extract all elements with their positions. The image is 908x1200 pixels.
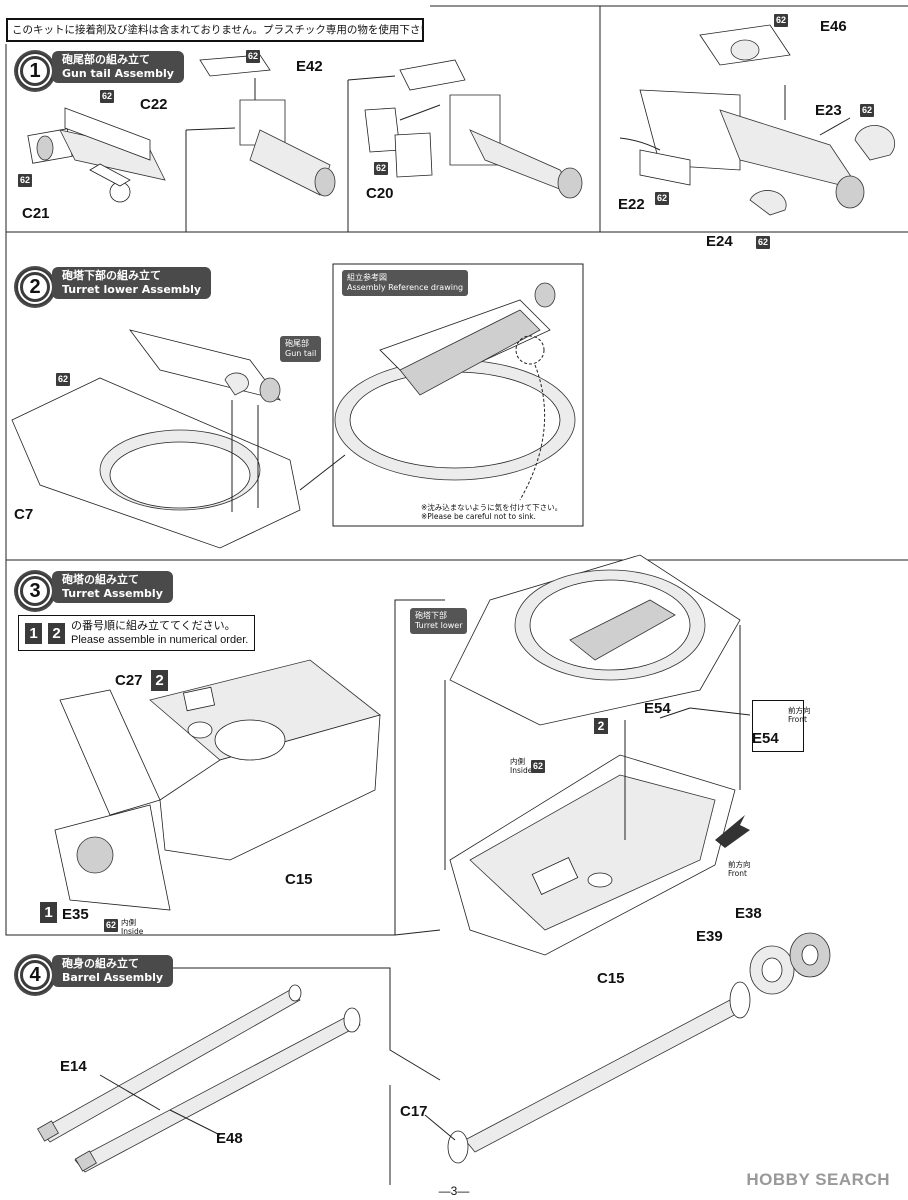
step-1-number: 1: [20, 56, 50, 86]
gun-tail-tag-en: Gun tail: [285, 349, 317, 358]
e54-detail-box: [752, 700, 804, 752]
barrel-drawing-right: [424, 932, 831, 1164]
inside-en: Inside: [121, 927, 144, 936]
order-text-ja: の番号順に組み立ててください。: [71, 620, 236, 632]
part-label-e38: E38: [735, 905, 762, 922]
notice-banner: このキットに接着剤及び塗料は含まれておりません。プラスチック専用の物を使用下さい…: [6, 18, 424, 42]
part-label-e42: E42: [296, 58, 323, 75]
paint-code-badge: 62: [774, 14, 789, 27]
step-1-title-ja: 砲尾部の組み立て: [62, 53, 150, 66]
part-label-c15-lower: C15: [597, 970, 625, 987]
step-3-title: 砲塔の組み立て Turret Assembly: [52, 571, 173, 603]
paint-code-badge: 62: [100, 90, 115, 103]
paint-code-badge: 62: [104, 919, 119, 932]
paint-code-badge: 62: [860, 104, 875, 117]
reference-title: 組立参考図 Assembly Reference drawing: [342, 270, 469, 296]
part-label-e23: E23: [815, 102, 842, 119]
order-number-2: 2: [594, 718, 608, 734]
step-2-number: 2: [20, 272, 50, 302]
gun-tail-drawing-3: [364, 59, 583, 199]
watermark: HOBBY SEARCH: [746, 1170, 890, 1189]
step-3-title-ja: 砲塔の組み立て: [62, 573, 139, 586]
turret-floor-drawing: [11, 329, 346, 549]
paint-code-badge: 62: [531, 760, 546, 773]
order-number-1: 1: [25, 622, 42, 644]
order-number-2: 2: [151, 670, 168, 691]
barrel-drawing-left: [37, 984, 361, 1173]
part-label-e39: E39: [696, 928, 723, 945]
part-label-e46: E46: [820, 18, 847, 35]
turret-lower-ja: 砲塔下部: [415, 611, 447, 620]
step-4-badge: 4: [14, 954, 56, 996]
inside-label: 内側 Inside: [510, 757, 532, 775]
reference-title-en: Assembly Reference drawing: [347, 283, 464, 292]
part-label-c7: C7: [14, 506, 34, 523]
order-number-2: 2: [48, 622, 65, 644]
paint-code-badge: 62: [246, 50, 261, 63]
front-label: 前方向 Front: [728, 860, 751, 878]
step-3-number: 3: [20, 576, 50, 606]
paint-code-badge: 62: [655, 192, 670, 205]
assembly-order-note: 1 2 の番号順に組み立ててください。 Please assemble in n…: [18, 615, 256, 651]
gun-tail-drawing-2: [199, 54, 336, 197]
step-3-title-en: Turret Assembly: [62, 587, 163, 600]
part-label-c22: C22: [140, 96, 168, 113]
front-ja: 前方向: [728, 860, 751, 869]
reference-title-ja: 組立参考図: [347, 273, 387, 282]
step-2-title-ja: 砲塔下部の組み立て: [62, 269, 161, 282]
turret-lower-assembly-drawing: [444, 554, 751, 956]
front-label-detail: 前方向 Front: [788, 706, 811, 724]
inside-ja: 内側: [121, 918, 136, 927]
gun-tail-tag: 砲尾部 Gun tail: [280, 336, 322, 362]
step-4-title-ja: 砲身の組み立て: [62, 957, 139, 970]
step-1-title-en: Gun tail Assembly: [62, 67, 174, 80]
step-4-number: 4: [20, 960, 50, 990]
turret-body-drawing: [54, 659, 381, 911]
order-number-1: 1: [40, 902, 57, 923]
page-number: —3—: [438, 1184, 470, 1198]
step-2-title-en: Turret lower Assembly: [62, 283, 202, 296]
part-label-e54: E54: [644, 700, 671, 717]
part-label-c27: C27: [115, 672, 143, 689]
front-ja: 前方向: [788, 706, 811, 715]
inside-ja: 内側: [510, 757, 525, 766]
step-2-badge: 2: [14, 266, 56, 308]
turret-lower-tag: 砲塔下部 Turret lower: [410, 608, 468, 634]
inside-label: 内側 Inside: [121, 918, 143, 936]
part-label-e48: E48: [216, 1130, 243, 1147]
caution-ja: ※沈み込まないように気を付けて下さい。: [421, 503, 563, 512]
front-en: Front: [788, 715, 807, 724]
paint-code-badge: 62: [756, 236, 771, 249]
paint-code-badge: 62: [18, 174, 33, 187]
step-3-badge: 3: [14, 570, 56, 612]
part-label-e54-detail: E54: [752, 730, 779, 747]
part-label-e22: E22: [618, 196, 645, 213]
part-label-c20: C20: [366, 185, 394, 202]
part-label-c21: C21: [22, 205, 50, 222]
caution-note: ※沈み込まないように気を付けて下さい。 ※Please be careful n…: [421, 503, 562, 521]
order-text-en: Please assemble in numerical order.: [71, 634, 249, 646]
turret-lower-en: Turret lower: [415, 621, 463, 630]
gun-tail-tag-ja: 砲尾部: [285, 339, 309, 348]
paint-code-badge: 62: [374, 162, 389, 175]
paint-code-badge: 62: [56, 373, 71, 386]
step-2-title: 砲塔下部の組み立て Turret lower Assembly: [52, 267, 212, 299]
part-label-c17: C17: [400, 1103, 428, 1120]
part-label-e14: E14: [60, 1058, 87, 1075]
step-4-title-en: Barrel Assembly: [62, 971, 164, 984]
step-1-title: 砲尾部の組み立て Gun tail Assembly: [52, 51, 184, 83]
inside-en: Inside: [510, 766, 533, 775]
caution-en: ※Please be careful not to sink.: [421, 512, 536, 521]
part-label-e24: E24: [706, 233, 733, 250]
gun-tail-drawing-1: [27, 107, 166, 203]
part-label-e35: E35: [62, 906, 89, 923]
part-label-c15: C15: [285, 871, 313, 888]
gun-tail-drawing-4: [619, 24, 896, 216]
step-4-title: 砲身の組み立て Barrel Assembly: [52, 955, 174, 987]
front-en: Front: [728, 869, 747, 878]
reference-drawing: [334, 282, 576, 501]
step-1-badge: 1: [14, 50, 56, 92]
